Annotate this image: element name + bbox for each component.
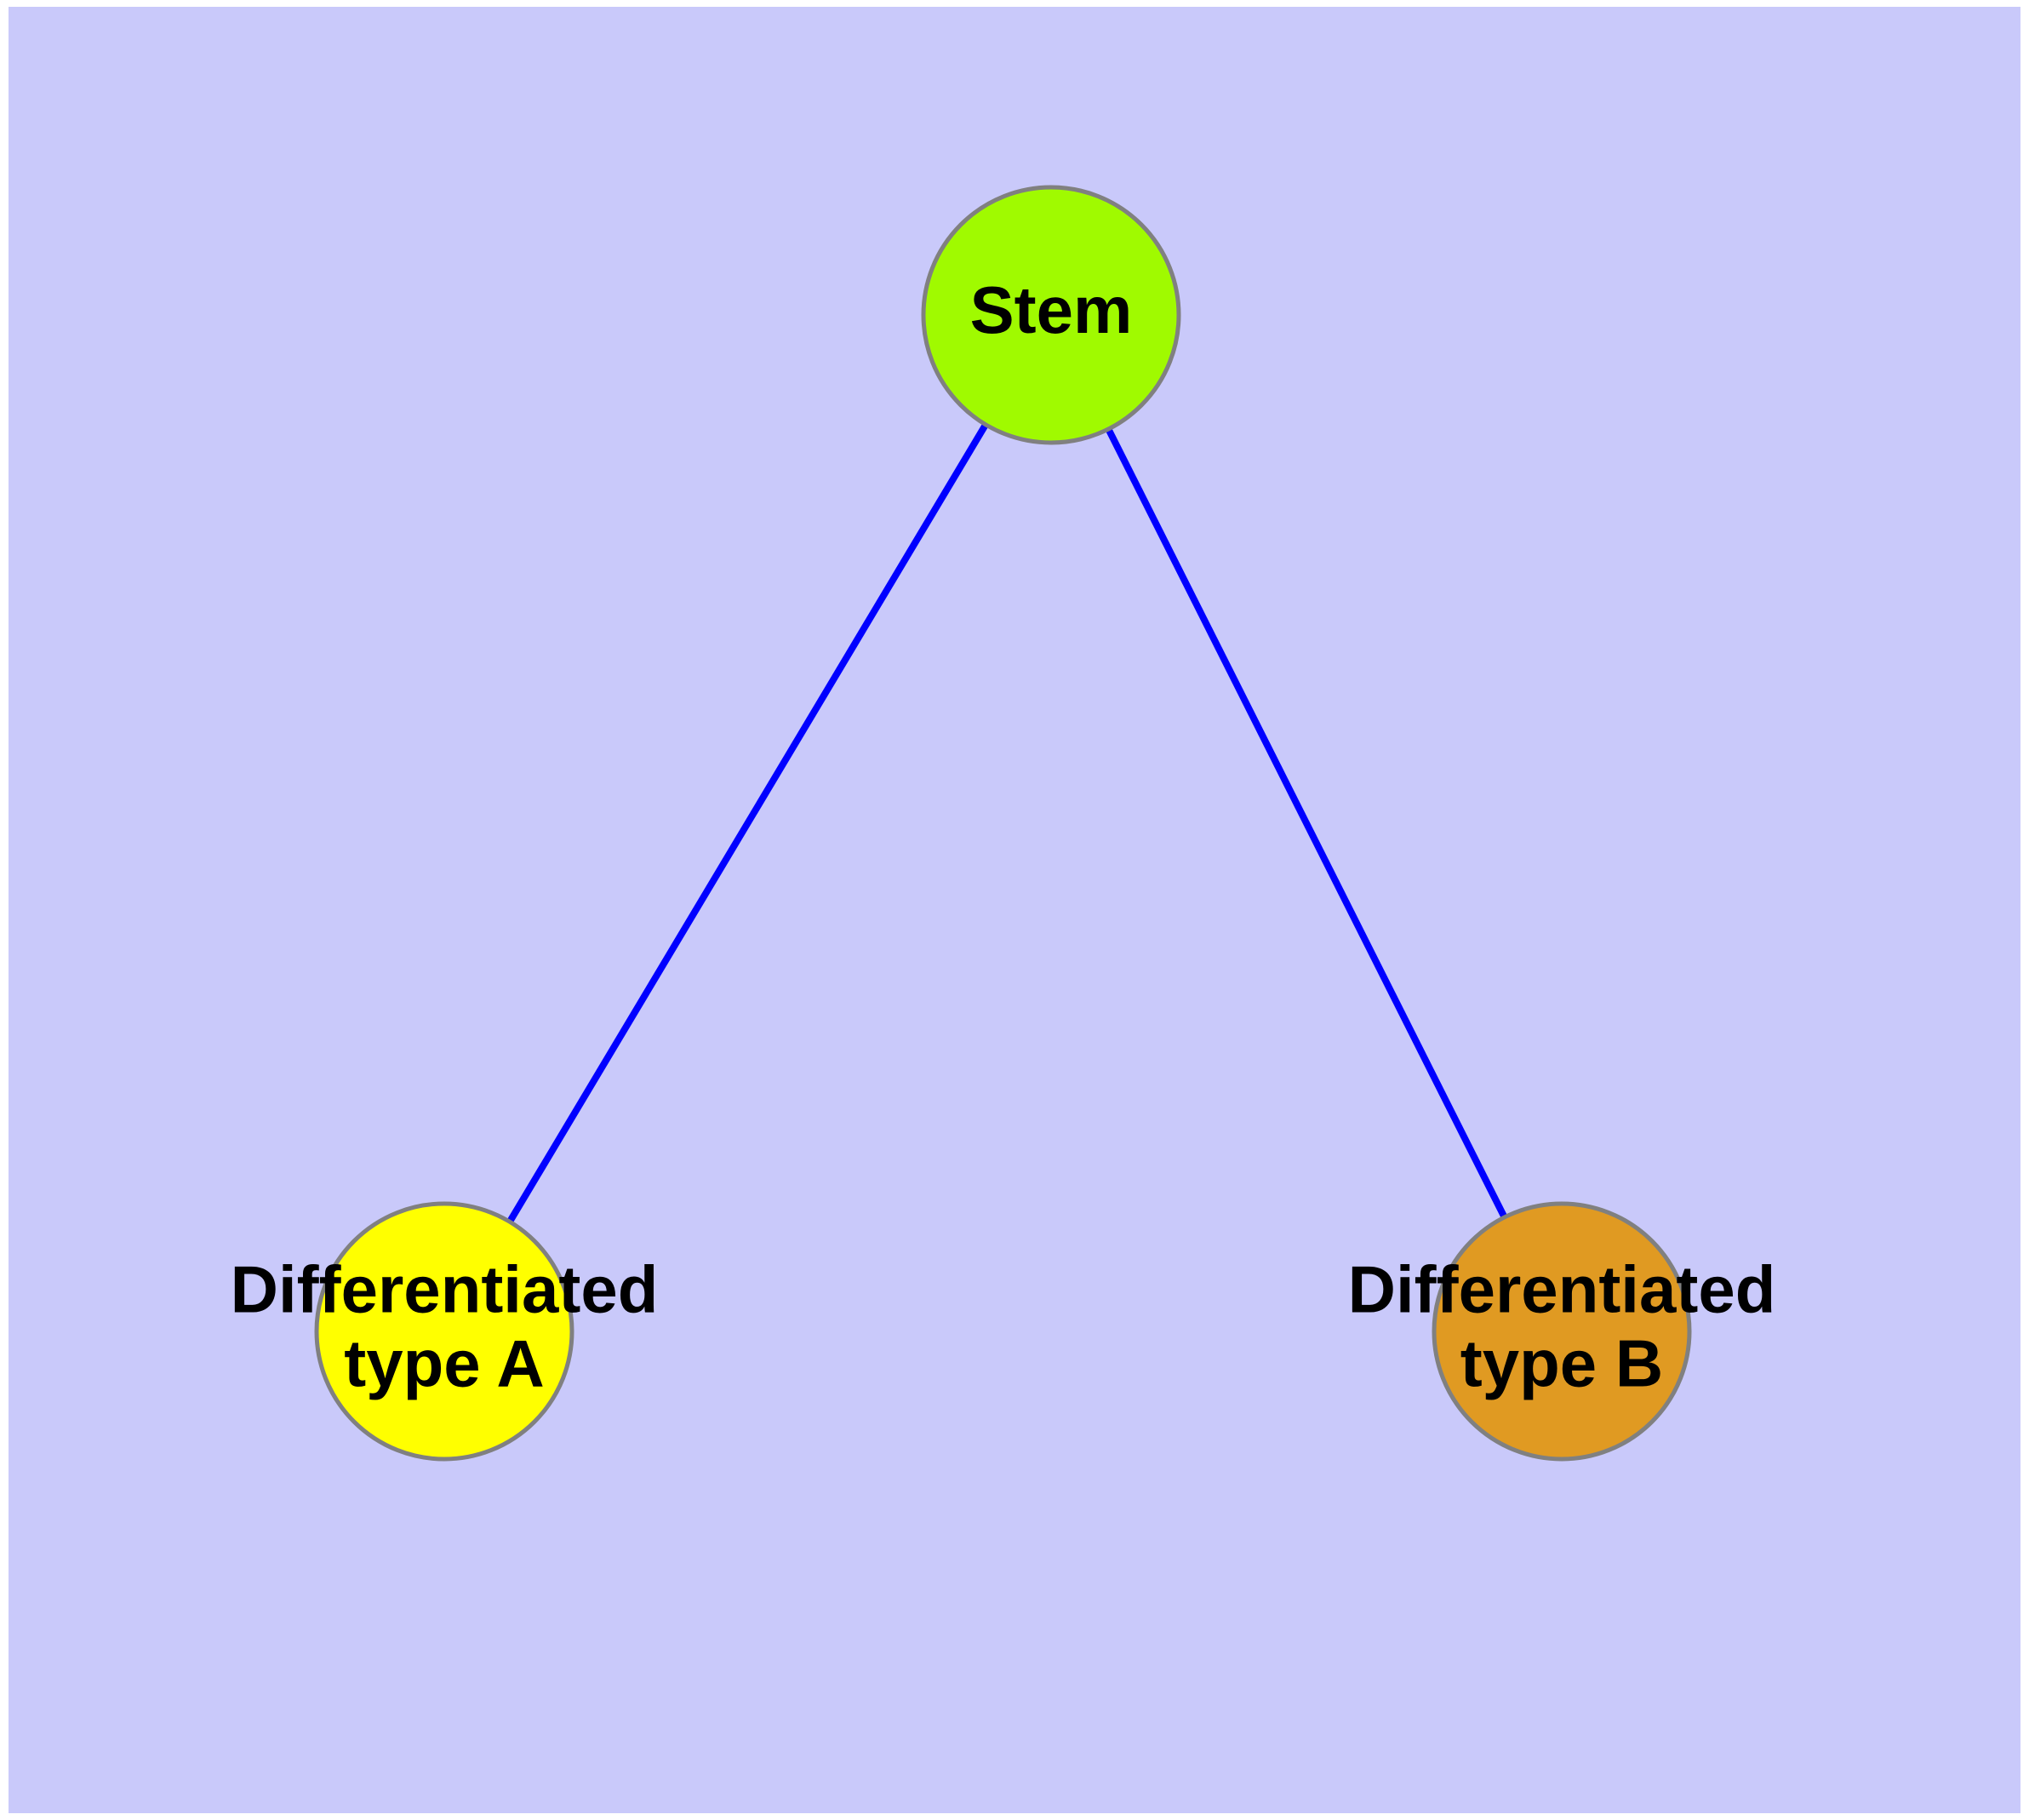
edges-layer — [506, 422, 1508, 1224]
node-differentiated-type-b[interactable] — [1432, 1201, 1692, 1462]
node-label-line: type A — [344, 1325, 545, 1400]
node-differentiated-type-a[interactable] — [314, 1201, 574, 1462]
node-circle-stem[interactable] — [921, 185, 1181, 445]
edge-stem-to-differentiated-type-b[interactable] — [1105, 427, 1508, 1219]
node-label-stem: Stem — [970, 272, 1133, 347]
nodes-layer — [314, 185, 1692, 1462]
node-circle-differentiated-type-b[interactable] — [1432, 1201, 1692, 1462]
node-stem[interactable] — [921, 185, 1181, 445]
node-label-line: type B — [1460, 1325, 1663, 1400]
edge-stem-to-differentiated-type-a[interactable] — [506, 422, 989, 1224]
node-label-line: Differentiated — [231, 1251, 659, 1326]
node-circle-differentiated-type-a[interactable] — [314, 1201, 574, 1462]
node-label-line: Differentiated — [1348, 1251, 1776, 1326]
node-label-line: Stem — [970, 272, 1133, 347]
